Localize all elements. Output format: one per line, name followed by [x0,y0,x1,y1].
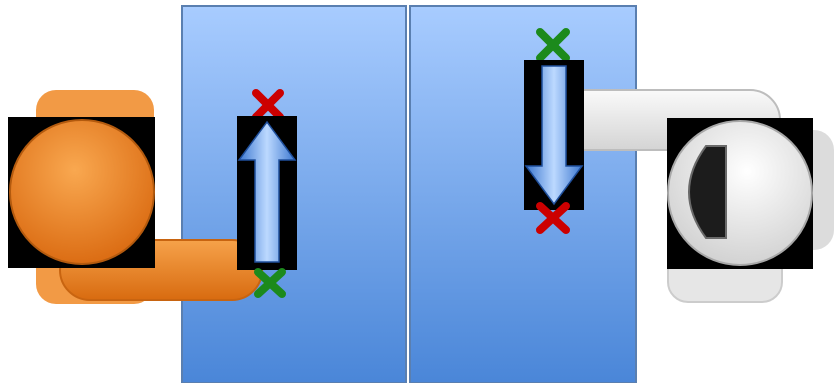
up-arrow [237,89,297,298]
down-arrow-shape [524,65,584,206]
red-x-marker-icon [536,202,570,234]
up-arrow-shape [237,120,297,263]
right-panel [409,5,637,383]
orange-knob[interactable] [8,90,263,304]
orange-knob-ball [9,119,155,265]
green-x-marker-icon [536,28,570,62]
green-x-marker-icon [254,268,286,298]
keyhole-slot-icon [688,145,727,239]
down-arrow [524,28,584,234]
white-knob[interactable] [553,89,834,303]
red-x-marker-icon [252,89,284,121]
